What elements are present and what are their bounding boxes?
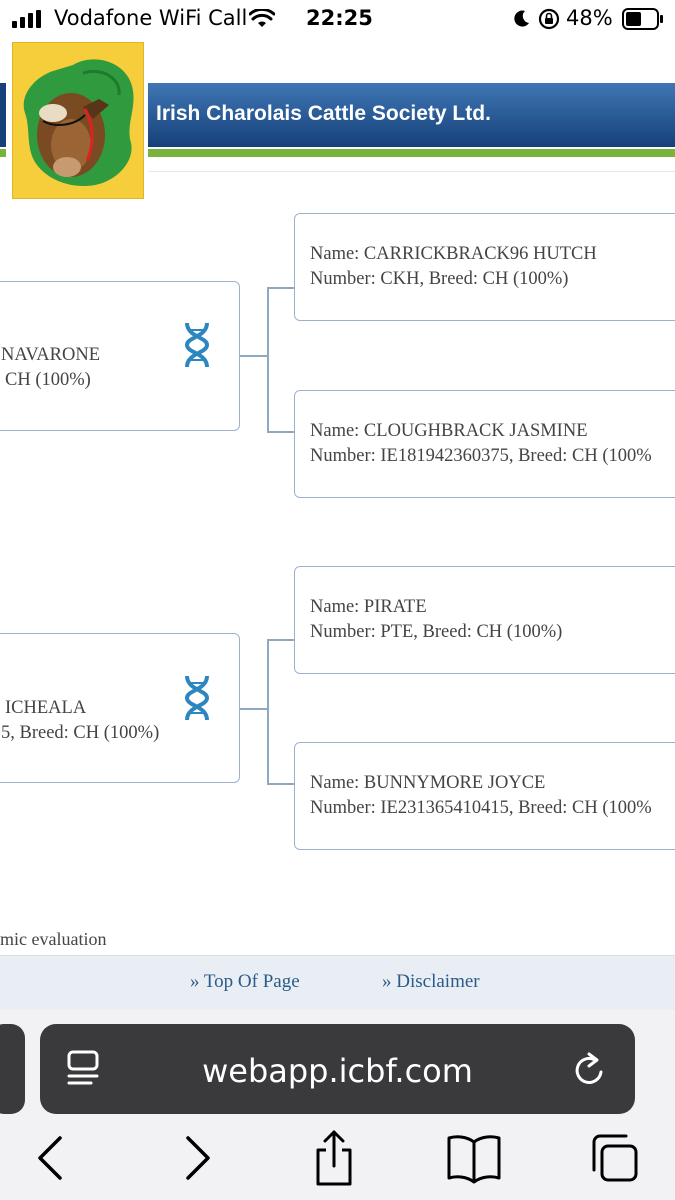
reader-icon[interactable] (66, 1050, 102, 1090)
grandparent-card[interactable] (294, 742, 675, 850)
parent-name: ICHEALA (5, 698, 87, 718)
parent-card-dam[interactable]: ICHEALA 5, Breed: CH (100%) (0, 633, 240, 783)
logo-image (23, 59, 134, 187)
parent-details: 5, Breed: CH (100%) (1, 723, 160, 743)
page-footer: » Top Of Page » Disclaimer (0, 955, 675, 1010)
url-text[interactable]: webapp.icbf.com (202, 1052, 473, 1090)
society-logo[interactable] (12, 42, 144, 199)
wifi-icon (249, 9, 275, 27)
connector (267, 431, 295, 433)
grandparent-number: Number: IE181942360375, Breed: CH (100% (310, 446, 652, 466)
share-icon[interactable] (304, 1128, 364, 1188)
connector (267, 639, 269, 785)
grandparent-card-content: Name: BUNNYMORE JOYCE Number: IE23136541… (296, 744, 675, 848)
connector (267, 639, 295, 641)
forward-icon[interactable] (166, 1128, 226, 1188)
bookmarks-icon[interactable] (444, 1128, 504, 1188)
connector (267, 287, 295, 289)
dna-icon[interactable] (181, 674, 213, 722)
signal-icon (12, 10, 41, 28)
connector (267, 783, 295, 785)
top-of-page-link[interactable]: » Top Of Page (190, 971, 300, 992)
banner-green-stripe (148, 149, 675, 157)
grandparent-card[interactable] (294, 213, 675, 321)
dna-icon[interactable] (181, 321, 213, 369)
battery-percent: 48% (566, 6, 613, 30)
grandparent-card[interactable] (294, 566, 675, 674)
grandparent-number: Number: IE231365410415, Breed: CH (100% (310, 798, 652, 818)
header-divider (148, 171, 675, 172)
grandparent-card[interactable] (294, 390, 675, 498)
moon-icon (514, 10, 529, 27)
status-bar: Vodafone WiFi Call 22:25 48% (0, 0, 675, 38)
grandparent-name: Name: PIRATE (310, 597, 427, 617)
grandparent-name: Name: CLOUGHBRACK JASMINE (310, 421, 588, 441)
reload-icon[interactable] (571, 1050, 609, 1090)
parent-name: NAVARONE (1, 345, 101, 365)
grandparent-card-content: Name: CARRICKBRACK96 HUTCH Number: CKH, … (296, 215, 675, 319)
connector (240, 708, 268, 710)
genomic-evaluation-note: mic evaluation (0, 929, 107, 949)
address-bar[interactable]: webapp.icbf.com (40, 1024, 635, 1114)
grandparent-name: Name: CARRICKBRACK96 HUTCH (310, 244, 597, 264)
rotation-lock-icon (538, 8, 560, 30)
grandparent-number: Number: PTE, Breed: CH (100%) (310, 622, 563, 642)
banner-edge (0, 83, 6, 147)
previous-tab-preview[interactable] (0, 1024, 25, 1114)
site-title: Irish Charolais Cattle Society Ltd. (156, 102, 491, 125)
battery-icon (622, 8, 663, 30)
grandparent-name: Name: BUNNYMORE JOYCE (310, 773, 546, 793)
grandparent-card-content: Name: PIRATE Number: PTE, Breed: CH (100… (296, 568, 675, 672)
disclaimer-link[interactable]: » Disclaimer (382, 971, 480, 992)
back-icon[interactable] (22, 1128, 82, 1188)
site-banner: Irish Charolais Cattle Society Ltd. (148, 83, 675, 147)
connector (267, 287, 269, 433)
clock: 22:25 (306, 6, 373, 30)
grandparent-card-content: Name: CLOUGHBRACK JASMINE Number: IE1819… (296, 392, 675, 496)
connector (240, 355, 268, 357)
tabs-icon[interactable] (584, 1128, 644, 1188)
parent-details: CH (100%) (5, 370, 91, 390)
carrier-label: Vodafone WiFi Call (54, 6, 248, 30)
grandparent-number: Number: CKH, Breed: CH (100%) (310, 269, 569, 289)
banner-edge-green (0, 149, 6, 157)
